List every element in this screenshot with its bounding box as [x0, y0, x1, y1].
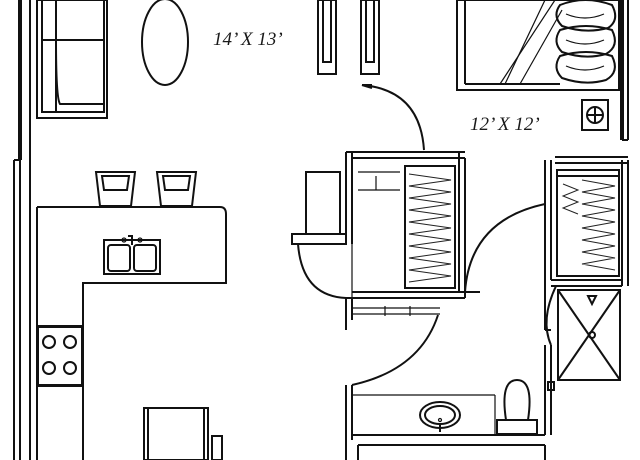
laundry-closet	[351, 171, 400, 298]
armchair	[291, 171, 347, 245]
refrigerator	[143, 407, 223, 460]
stove-icon	[37, 326, 83, 386]
bathroom-sink-icon	[419, 401, 461, 432]
sink-icon	[103, 235, 161, 275]
living-room-dimension-label: 14’ X 13’	[213, 29, 283, 50]
walls	[13, 0, 629, 460]
coffee-table	[141, 0, 189, 86]
shower-door	[545, 285, 557, 346]
closet-right	[556, 169, 620, 277]
bedroom-door	[361, 84, 425, 151]
shower	[557, 289, 621, 381]
thermostat-icon	[581, 99, 609, 131]
toilet-icon	[496, 378, 538, 435]
hall-threshold	[352, 306, 440, 316]
entry-door	[297, 243, 347, 299]
closet-center	[404, 165, 456, 289]
sofa	[36, 0, 108, 119]
closet-door	[464, 203, 546, 293]
towel-hook-icon	[547, 381, 555, 391]
media-shelves	[317, 0, 380, 75]
bar-stools	[94, 171, 198, 207]
bathroom-door	[351, 314, 439, 386]
bed	[456, 0, 620, 91]
bedroom-dimension-label: 12’ X 12’	[470, 114, 540, 135]
